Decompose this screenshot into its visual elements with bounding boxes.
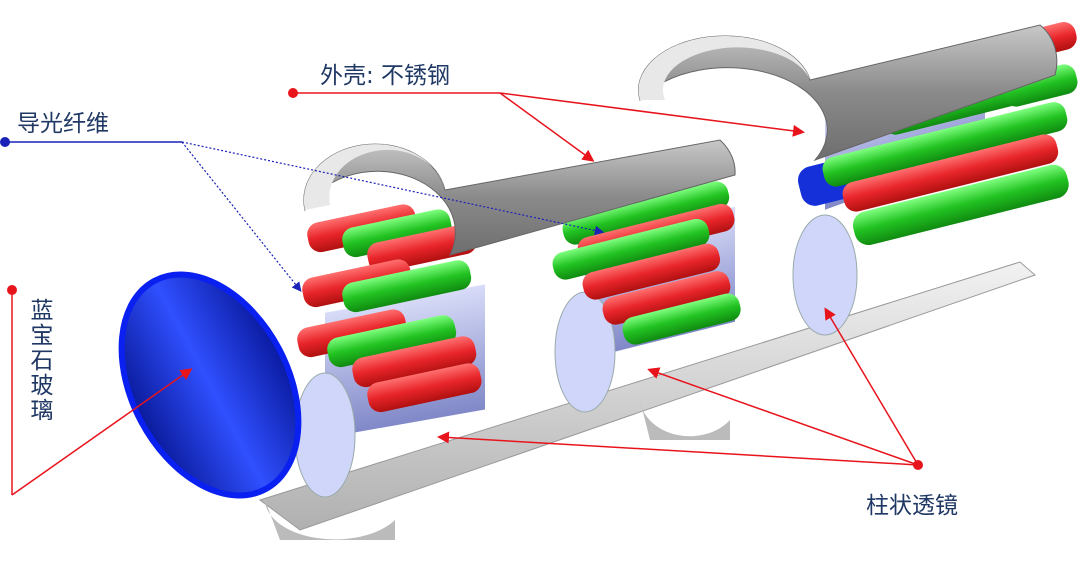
base-half-ring-1 — [265, 500, 395, 540]
sapphire-label: 蓝宝石玻璃 — [26, 298, 52, 423]
lens-label: 柱状透镜 — [866, 493, 958, 519]
shell-label: 外壳: 不锈钢 — [320, 63, 451, 89]
shell-callout — [288, 88, 805, 162]
lens-callout — [437, 307, 923, 470]
sapphire-callout — [7, 285, 193, 496]
base-channel — [258, 261, 1036, 531]
lens-3 — [792, 214, 858, 336]
base-half-ring-2 — [640, 400, 730, 440]
fiber-bundles — [297, 21, 1078, 413]
fiber-callout — [0, 137, 605, 292]
sapphire-window — [118, 271, 302, 499]
lens-1 — [294, 372, 356, 498]
stainless-shell — [303, 24, 1058, 256]
fiber-label: 导光纤维 — [17, 111, 109, 137]
